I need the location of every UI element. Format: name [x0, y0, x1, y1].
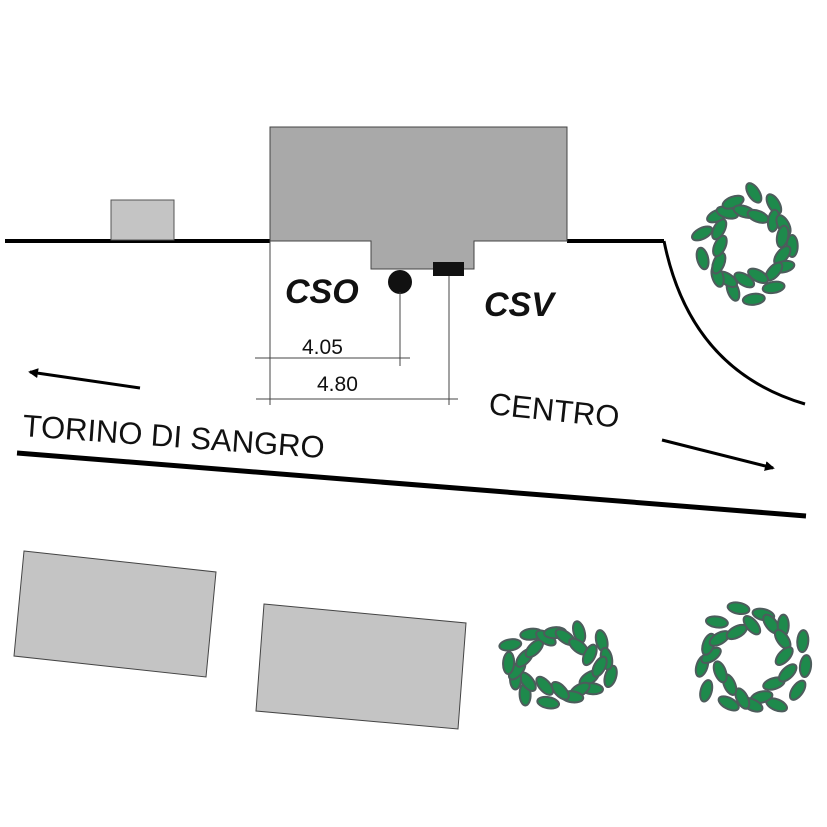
main-building — [269, 126, 568, 270]
direction-right-label: CENTRO — [487, 386, 621, 434]
tree-leaf — [704, 615, 729, 629]
building-lower-left — [13, 550, 217, 678]
tree-leaf — [745, 182, 763, 204]
tree-leaf — [761, 280, 786, 295]
tree-icon — [694, 601, 813, 713]
tree-leaf — [726, 601, 751, 615]
tree-leaf — [741, 292, 766, 306]
tree-leaf — [581, 643, 598, 667]
tree-leaf — [550, 680, 570, 701]
tree-leaf — [712, 660, 728, 684]
dimension-lines — [255, 241, 458, 405]
tree-leaf — [774, 646, 794, 666]
tree-leaf — [536, 695, 561, 710]
dimension-csv: 4.80 — [317, 373, 358, 396]
cso-marker — [388, 270, 412, 294]
tree-leaf — [796, 629, 810, 654]
tree-leaf — [734, 687, 751, 710]
tree-leaf — [502, 651, 516, 675]
tree-leaf — [747, 267, 770, 285]
arrow-left-icon — [28, 368, 141, 390]
tree-leaf — [699, 679, 714, 703]
tree-leaf — [798, 654, 813, 679]
tree-leaf — [691, 225, 714, 242]
csv-marker — [433, 262, 464, 276]
tree-leaf — [717, 695, 740, 712]
csv-label: CSV — [484, 286, 557, 324]
tree-icon — [498, 620, 618, 710]
building-lower-middle — [255, 603, 467, 730]
tree-icon — [691, 182, 799, 306]
tree-leaf — [603, 664, 618, 689]
arrow-right-icon — [661, 438, 775, 471]
tree-leaf — [742, 615, 762, 636]
tree-leaf — [733, 271, 756, 289]
tree-leaf — [775, 224, 790, 249]
tree-leaf — [535, 675, 555, 696]
road-curve — [662, 240, 806, 406]
tree-leaf — [777, 663, 798, 683]
tree-leaf — [712, 234, 728, 258]
cso-label: CSO — [285, 273, 359, 311]
dimension-cso: 4.05 — [302, 336, 343, 359]
tree-leaf — [789, 679, 807, 701]
small-building — [110, 199, 175, 241]
tree-leaf — [695, 246, 710, 271]
tree-leaf — [746, 208, 770, 224]
road-edge-lower — [16, 450, 807, 519]
tree-leaf — [711, 218, 728, 241]
tree-leaf — [591, 655, 608, 678]
tree-leaf — [498, 638, 523, 652]
